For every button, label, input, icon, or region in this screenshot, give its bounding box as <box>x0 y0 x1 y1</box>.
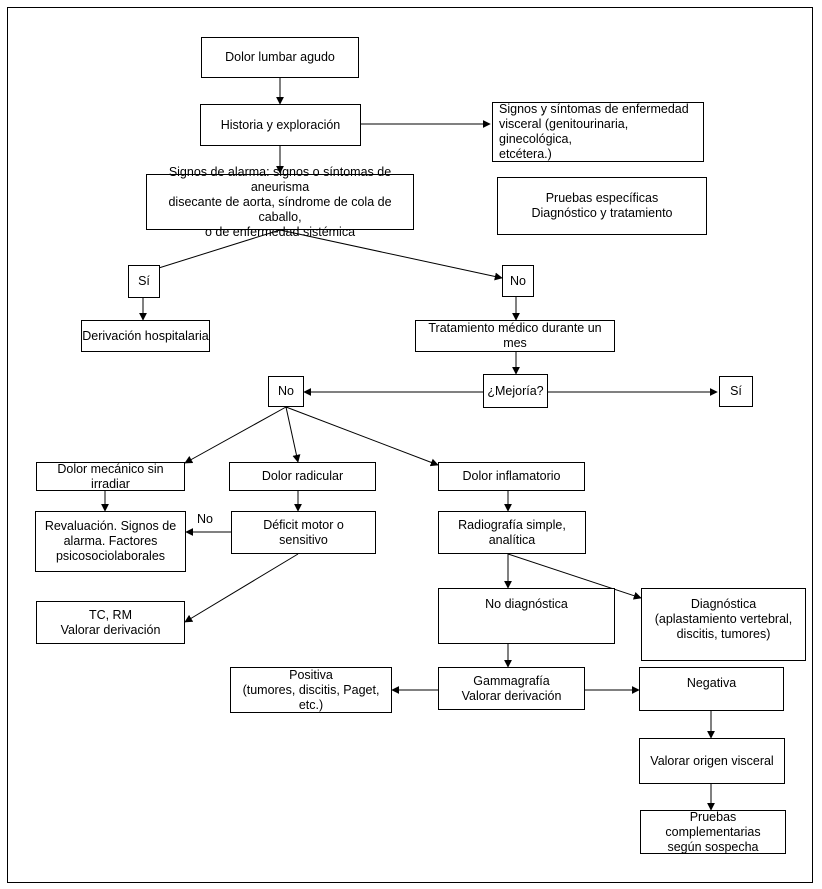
node-tc-rm: TC, RM Valorar derivación <box>36 601 185 644</box>
node-negativa: Negativa <box>639 667 784 711</box>
node-gammagrafia: Gammagrafía Valorar derivación <box>438 667 585 710</box>
node-dolor-mecanico: Dolor mecánico sin irradiar <box>36 462 185 491</box>
node-origen-visceral: Valorar origen visceral <box>639 738 785 784</box>
node-no-alarma: No <box>502 265 534 297</box>
node-dolor-lumbar: Dolor lumbar agudo <box>201 37 359 78</box>
node-signos-visceral: Signos y síntomas de enfermedad visceral… <box>492 102 704 162</box>
node-dolor-radicular: Dolor radicular <box>229 462 376 491</box>
node-radiografia: Radiografía simple, analítica <box>438 511 586 554</box>
node-historia-exploracion: Historia y exploración <box>200 104 361 146</box>
node-si-mejoria: Sí <box>719 376 753 407</box>
node-mejoria: ¿Mejoría? <box>483 374 548 408</box>
node-positiva: Positiva (tumores, discitis, Paget, etc.… <box>230 667 392 713</box>
edge-no-radicular <box>285 406 301 463</box>
edge-no-inflamatorio <box>285 406 439 467</box>
node-signos-alarma: Signos de alarma: signos o síntomas de a… <box>146 165 414 239</box>
node-dolor-inflamatorio: Dolor inflamatorio <box>438 462 585 491</box>
node-no-diagnostica: No diagnóstica <box>438 588 615 644</box>
edge-radiografia-diag <box>507 553 642 600</box>
node-deficit: Déficit motor o sensitivo <box>231 511 376 554</box>
node-tratamiento-mes: Tratamiento médico durante un mes <box>415 320 615 352</box>
edge-label-deficit-no: No <box>197 512 213 526</box>
node-pruebas-especificas: Pruebas específicas Diagnóstico y tratam… <box>497 177 707 235</box>
node-pruebas-complementarias: Pruebas complementarias según sospecha <box>640 810 786 854</box>
node-no-mejoria: No <box>268 376 304 407</box>
edge-alarma-no <box>279 229 503 281</box>
edge-no-mecanico <box>184 406 287 464</box>
node-revaluacion: Revaluación. Signos de alarma. Factores … <box>35 511 186 572</box>
node-diagnostica: Diagnóstica (aplastamiento vertebral, di… <box>641 588 806 661</box>
edge-deficit-tc <box>184 553 299 623</box>
node-derivacion-hospitalaria: Derivación hospitalaria <box>81 320 210 352</box>
node-si-alarma: Sí <box>128 265 160 298</box>
